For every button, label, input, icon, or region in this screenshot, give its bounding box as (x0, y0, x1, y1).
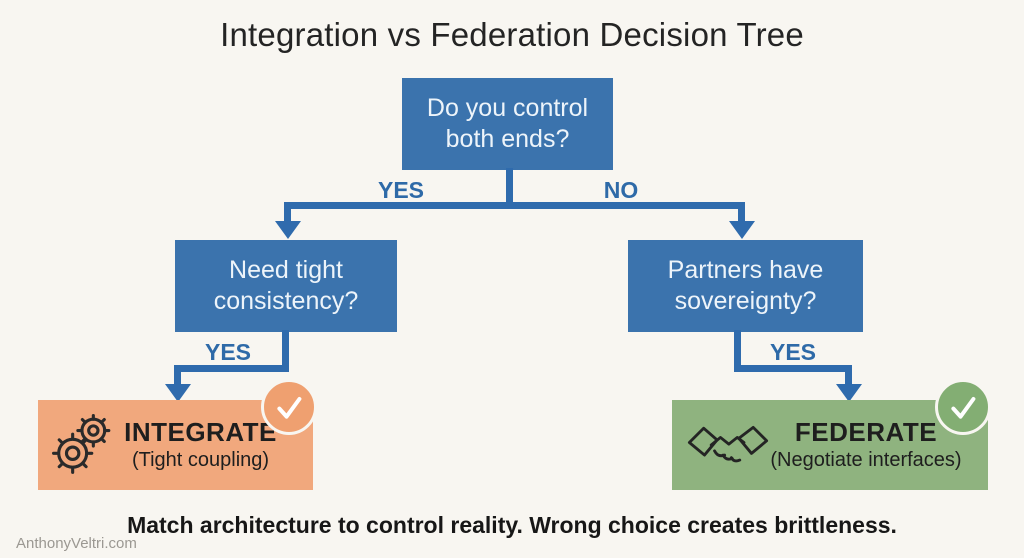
watermark: AnthonyVeltri.com (16, 535, 137, 552)
branch-label-yes: YES (377, 177, 425, 203)
result-texts: FEDERATE (Negotiate interfaces) (770, 418, 988, 473)
branch-label-yes: YES (204, 339, 252, 365)
node-left-label: Need tight consistency? (213, 255, 359, 315)
page-title: Integration vs Federation Decision Tree (220, 16, 804, 53)
arrow-down-icon (165, 384, 191, 402)
branch-label-no: NO (603, 177, 639, 203)
node-right-question: Partners have sovereignty? (628, 240, 863, 332)
connector-branch-horizontal (284, 202, 745, 209)
result-title: INTEGRATE (124, 416, 277, 447)
checkmark-icon (277, 397, 302, 419)
connector-right-elbow (734, 365, 852, 372)
node-left-question: Need tight consistency? (175, 240, 397, 332)
check-badge (935, 379, 991, 435)
result-texts: INTEGRATE (Tight coupling) (114, 418, 313, 473)
checkmark-icon (951, 397, 976, 419)
connector-root-stub (506, 168, 513, 205)
connector-left-drop (284, 202, 291, 223)
connector-left-node-stub (282, 330, 289, 372)
branch-label-yes: YES (769, 339, 817, 365)
gears-icon (52, 414, 114, 476)
result-subtitle: (Tight coupling) (131, 449, 270, 472)
connector-integrate-stem (174, 365, 181, 386)
arrow-down-icon (836, 384, 862, 402)
node-root-question: Do you control both ends? (402, 78, 613, 170)
node-right-label: Partners have sovereignty? (667, 255, 824, 315)
arrow-down-icon (729, 221, 755, 239)
node-root-label: Do you control both ends? (426, 93, 589, 153)
result-subtitle: (Negotiate interfaces) (770, 449, 962, 472)
connector-right-drop (738, 202, 745, 223)
result-title: FEDERATE (794, 416, 938, 447)
bottom-caption: Match architecture to control reality. W… (127, 512, 897, 538)
handshake-icon (686, 417, 770, 473)
check-badge (261, 379, 317, 435)
connector-left-elbow (174, 365, 289, 372)
connector-right-node-stub (734, 330, 741, 372)
connector-federate-stem (845, 365, 852, 386)
arrow-down-icon (275, 221, 301, 239)
